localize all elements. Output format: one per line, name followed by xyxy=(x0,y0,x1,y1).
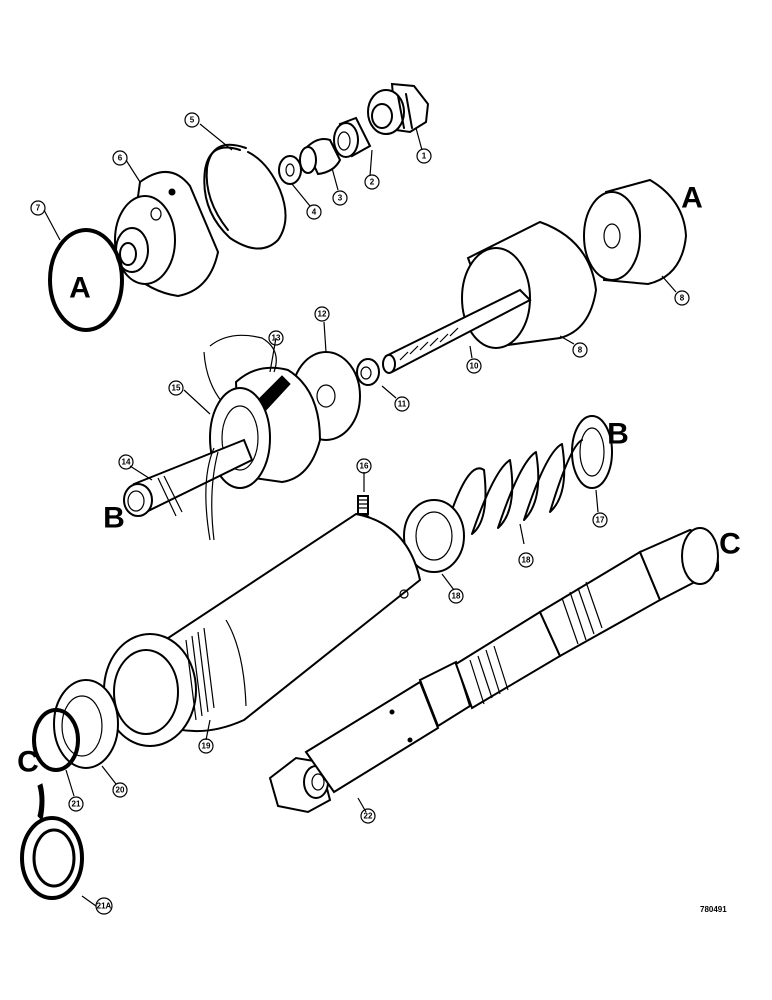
part-17-housing xyxy=(103,512,422,747)
connector-b-left: B xyxy=(103,502,125,535)
part-6-end-cap xyxy=(114,171,220,298)
callout-label-10: 10 xyxy=(470,362,479,371)
callout-22: 22 xyxy=(360,808,376,824)
part-18-retainer xyxy=(403,499,465,573)
callout-label-17: 19 xyxy=(202,742,211,751)
part-21a-seal xyxy=(20,816,84,900)
callout-7: 7 xyxy=(30,200,46,216)
callout-label-8-b: 8 xyxy=(578,346,583,355)
callout-4: 4 xyxy=(306,204,322,220)
callout-label-3: 3 xyxy=(338,194,343,203)
callout-17: 19 xyxy=(198,738,214,754)
callout-label-14: 14 xyxy=(122,458,131,467)
callout-label-2: 2 xyxy=(370,178,375,187)
callout-6: 6 xyxy=(112,150,128,166)
callout-8-b: 8 xyxy=(572,342,588,358)
callouts: 1 2 3 4 5 6 7 8 8 10 11 12 13 15 14 16 1… xyxy=(30,112,690,915)
callout-12: 12 xyxy=(314,306,330,322)
connector-letters: A A B B C C xyxy=(17,182,741,779)
part-22-shaft xyxy=(268,527,720,814)
part-3-poppet xyxy=(299,138,342,176)
part-21-o-ring xyxy=(32,708,80,772)
part-20-ring xyxy=(53,679,119,769)
part-18-retainer-b xyxy=(571,415,613,489)
callout-label-12: 12 xyxy=(318,310,327,319)
callout-2: 2 xyxy=(364,174,380,190)
connector-a-right: A xyxy=(681,182,703,215)
callout-label-21: 21 xyxy=(72,800,81,809)
callout-label-8-a: 8 xyxy=(680,294,685,303)
part-7-o-ring xyxy=(48,228,124,332)
callout-18-a: 17 xyxy=(592,512,608,528)
part-9-piston xyxy=(461,220,598,349)
part-8-piston-a xyxy=(583,178,688,286)
callout-21: 21 xyxy=(68,796,84,812)
callout-5: 5 xyxy=(184,112,200,128)
part-14-tube xyxy=(123,438,254,541)
connector-c-right: C xyxy=(719,528,741,561)
callout-label-11: 11 xyxy=(398,400,407,409)
callout-21a: 21A xyxy=(95,897,113,915)
callout-15: 15 xyxy=(168,380,184,396)
callout-1: 1 xyxy=(416,148,432,164)
connector-c-left: C xyxy=(17,746,39,779)
part-2-sleeve xyxy=(333,116,372,158)
callout-8-a: 8 xyxy=(674,290,690,306)
callout-label-22: 22 xyxy=(364,812,373,821)
callout-label-5: 5 xyxy=(190,116,195,125)
callout-18-b: 18 xyxy=(448,588,464,604)
part-19-spring xyxy=(451,439,583,535)
connector-a-left: A xyxy=(69,272,91,305)
callout-label-15: 15 xyxy=(172,384,181,393)
callout-16: 16 xyxy=(356,458,372,474)
callout-11: 11 xyxy=(394,396,410,412)
part-10-rod xyxy=(382,288,532,374)
callout-14: 14 xyxy=(118,454,134,470)
callout-label-20: 20 xyxy=(116,786,125,795)
callout-label-21a: 21A xyxy=(97,902,112,911)
part-1-hex-plug xyxy=(367,82,430,135)
callout-label-7: 7 xyxy=(36,204,41,213)
callout-10: 10 xyxy=(466,358,482,374)
arrow-c-to-21a xyxy=(37,783,45,822)
callout-20: 20 xyxy=(112,782,128,798)
callout-label-19: 18 xyxy=(522,556,531,565)
part-4-washer xyxy=(278,155,302,185)
connector-b-right: B xyxy=(607,418,629,451)
part-5-snap-ring xyxy=(203,143,287,250)
callout-19: 18 xyxy=(518,552,534,568)
callout-label-16: 16 xyxy=(360,462,369,471)
callout-13: 13 xyxy=(268,330,284,346)
callout-label-6: 6 xyxy=(118,154,123,163)
drawing-reference-code: 780491 xyxy=(700,905,727,914)
callout-label-18-b: 18 xyxy=(452,592,461,601)
callout-label-13: 13 xyxy=(272,334,281,343)
callout-3: 3 xyxy=(332,190,348,206)
part-11-nut xyxy=(356,358,380,386)
callout-label-1: 1 xyxy=(422,152,427,161)
callout-label-18-a: 17 xyxy=(596,516,605,525)
callout-label-4: 4 xyxy=(312,208,317,217)
